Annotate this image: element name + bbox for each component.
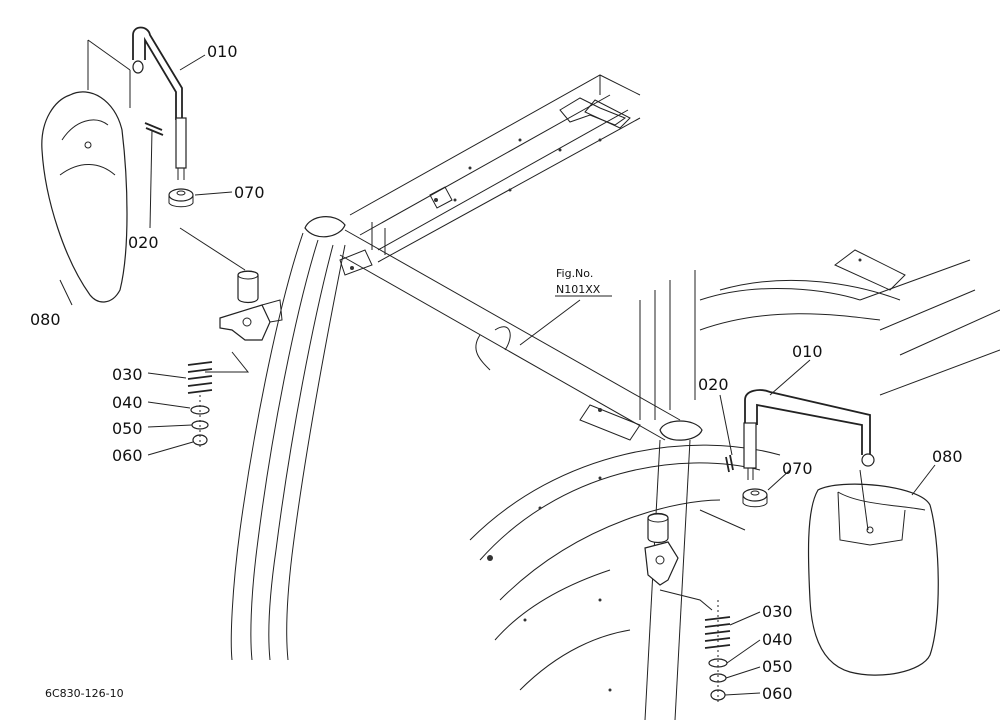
right-post — [639, 270, 703, 721]
callout-left-030: 030 — [112, 365, 143, 384]
fig-ref-number: N101XX — [556, 283, 601, 296]
left-spring-stack — [187, 351, 250, 450]
callout-left-060: 060 — [112, 446, 143, 465]
left-bracket — [179, 227, 283, 341]
callout-right-010: 010 — [792, 342, 823, 361]
right-pin-020 — [725, 454, 734, 473]
right-mirror — [807, 469, 939, 676]
left-pin-020 — [144, 122, 164, 136]
beam-holes — [350, 138, 602, 270]
callout-left-020: 020 — [128, 233, 159, 252]
right-mirror-stay — [743, 389, 875, 480]
callout-right-020: 020 — [698, 375, 729, 394]
callout-right-060: 060 — [762, 684, 793, 703]
fig-ref-label: Fig.No. — [556, 267, 593, 280]
callout-right-070: 070 — [782, 459, 813, 478]
drawing-code: 6C830-126-10 — [45, 687, 124, 700]
leader-lines — [59, 54, 936, 696]
cross-beam — [339, 229, 681, 441]
right-spring-stack — [704, 600, 731, 705]
callout-left-050: 050 — [112, 419, 143, 438]
callout-right-050: 050 — [762, 657, 793, 676]
callout-left-070: 070 — [234, 183, 265, 202]
right-bracket — [644, 509, 746, 611]
upper-frame-beam — [339, 74, 641, 276]
fender-arcs — [469, 249, 1000, 692]
left-mirror — [41, 39, 131, 303]
callout-left-010: 010 — [207, 42, 238, 61]
callout-left-080: 080 — [30, 310, 61, 329]
callout-right-080: 080 — [932, 447, 963, 466]
left-post — [230, 216, 346, 661]
left-mirror-stay — [132, 26, 187, 180]
callout-right-030: 030 — [762, 602, 793, 621]
callout-left-040: 040 — [112, 393, 143, 412]
left-washer-070 — [168, 188, 194, 208]
right-washer-070 — [742, 488, 768, 508]
callout-right-040: 040 — [762, 630, 793, 649]
